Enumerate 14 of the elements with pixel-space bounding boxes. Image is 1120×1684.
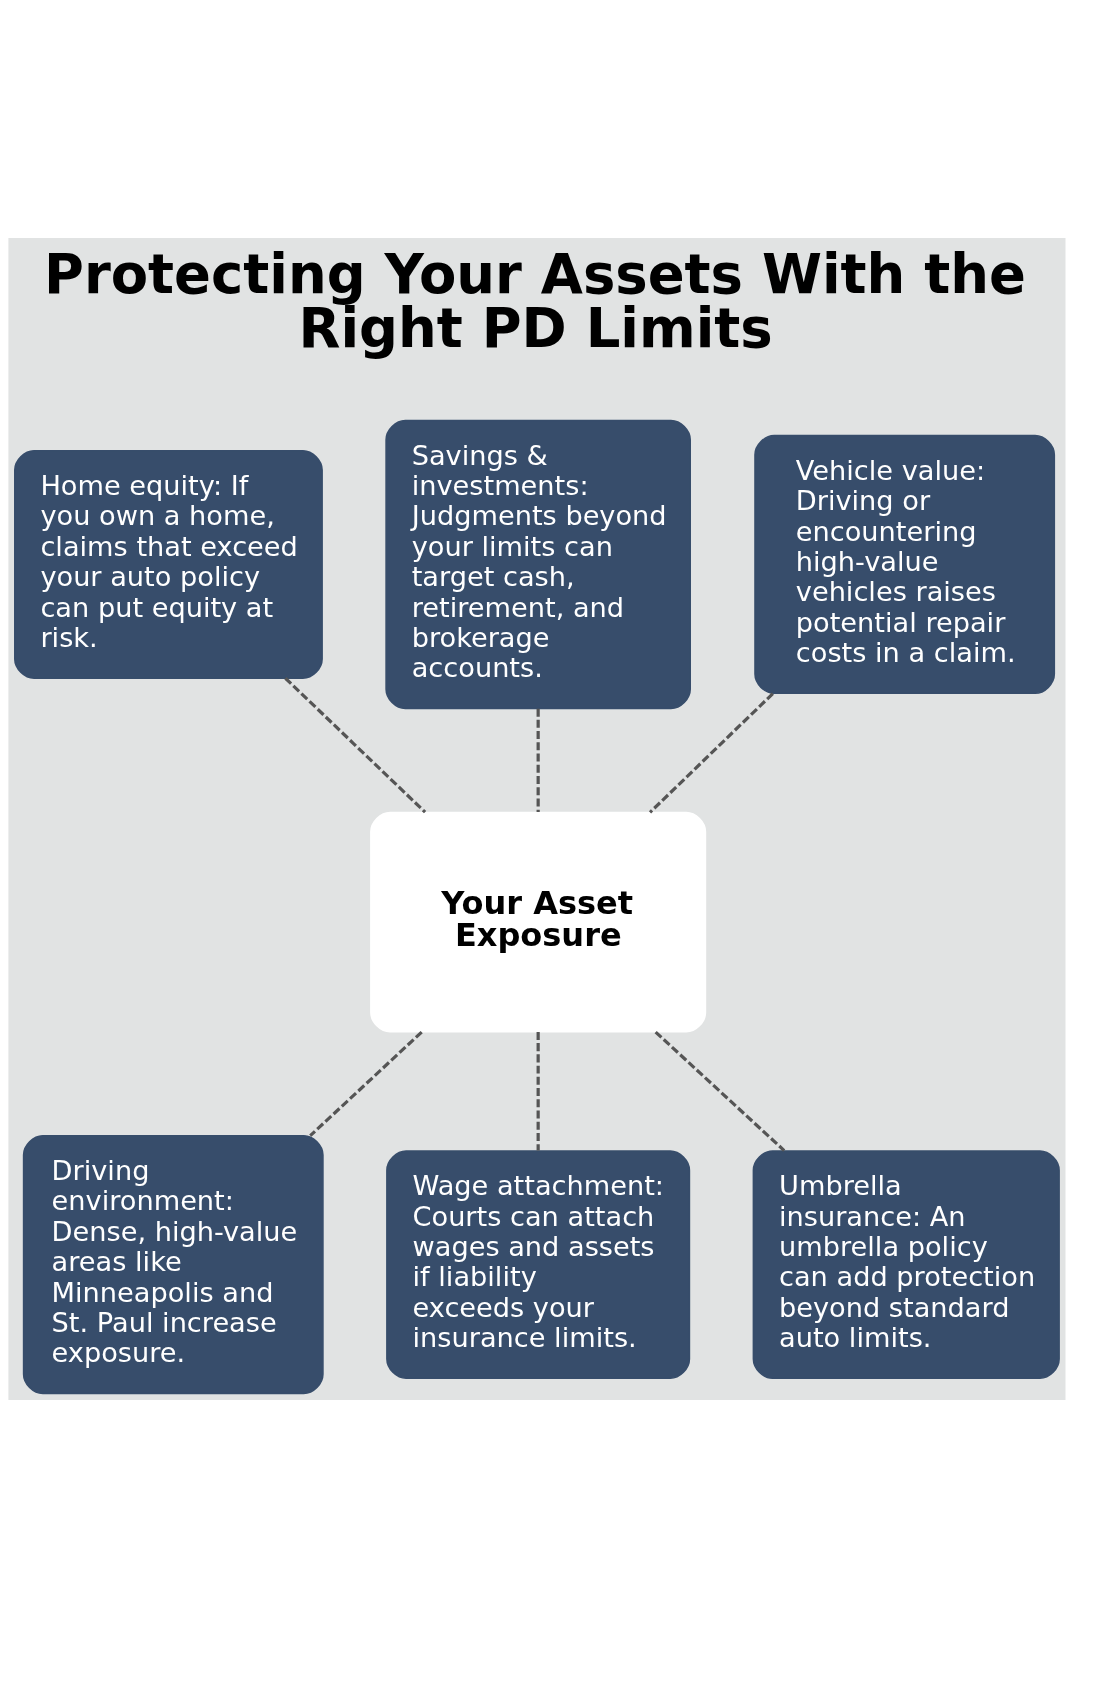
connector (536, 1032, 540, 1151)
node-box: Driving environment: Dense, high-value areas like Minneapolis and St. Paul increase exposure. (22, 1135, 324, 1395)
connector (654, 1030, 786, 1152)
node-box: Your Asset Exposure (370, 811, 707, 1033)
diagram-title: Protecting Your Assets With the Right PD Limits (44, 241, 1026, 361)
node-box: Umbrella insurance: An umbrella policy can add protection beyond standard auto limits. (752, 1150, 1060, 1380)
connector (648, 692, 774, 814)
node-box: Wage attachment: Courts can attach wages and assets if liability exceeds your insurance limits. (386, 1150, 691, 1380)
node-box: Savings & investments: Judgments beyond your limits can target cash, retirement, and brokerage accounts. (385, 419, 691, 710)
connector (284, 677, 427, 814)
connector (309, 1030, 423, 1137)
node-box: Home equity: If you own a home, claims that exceed your auto policy can put equity at risk. (14, 450, 323, 679)
node-box: Vehicle value: Driving or encountering high-value vehicles raises potential repair costs in a claim. (754, 434, 1056, 695)
connector (536, 708, 540, 812)
